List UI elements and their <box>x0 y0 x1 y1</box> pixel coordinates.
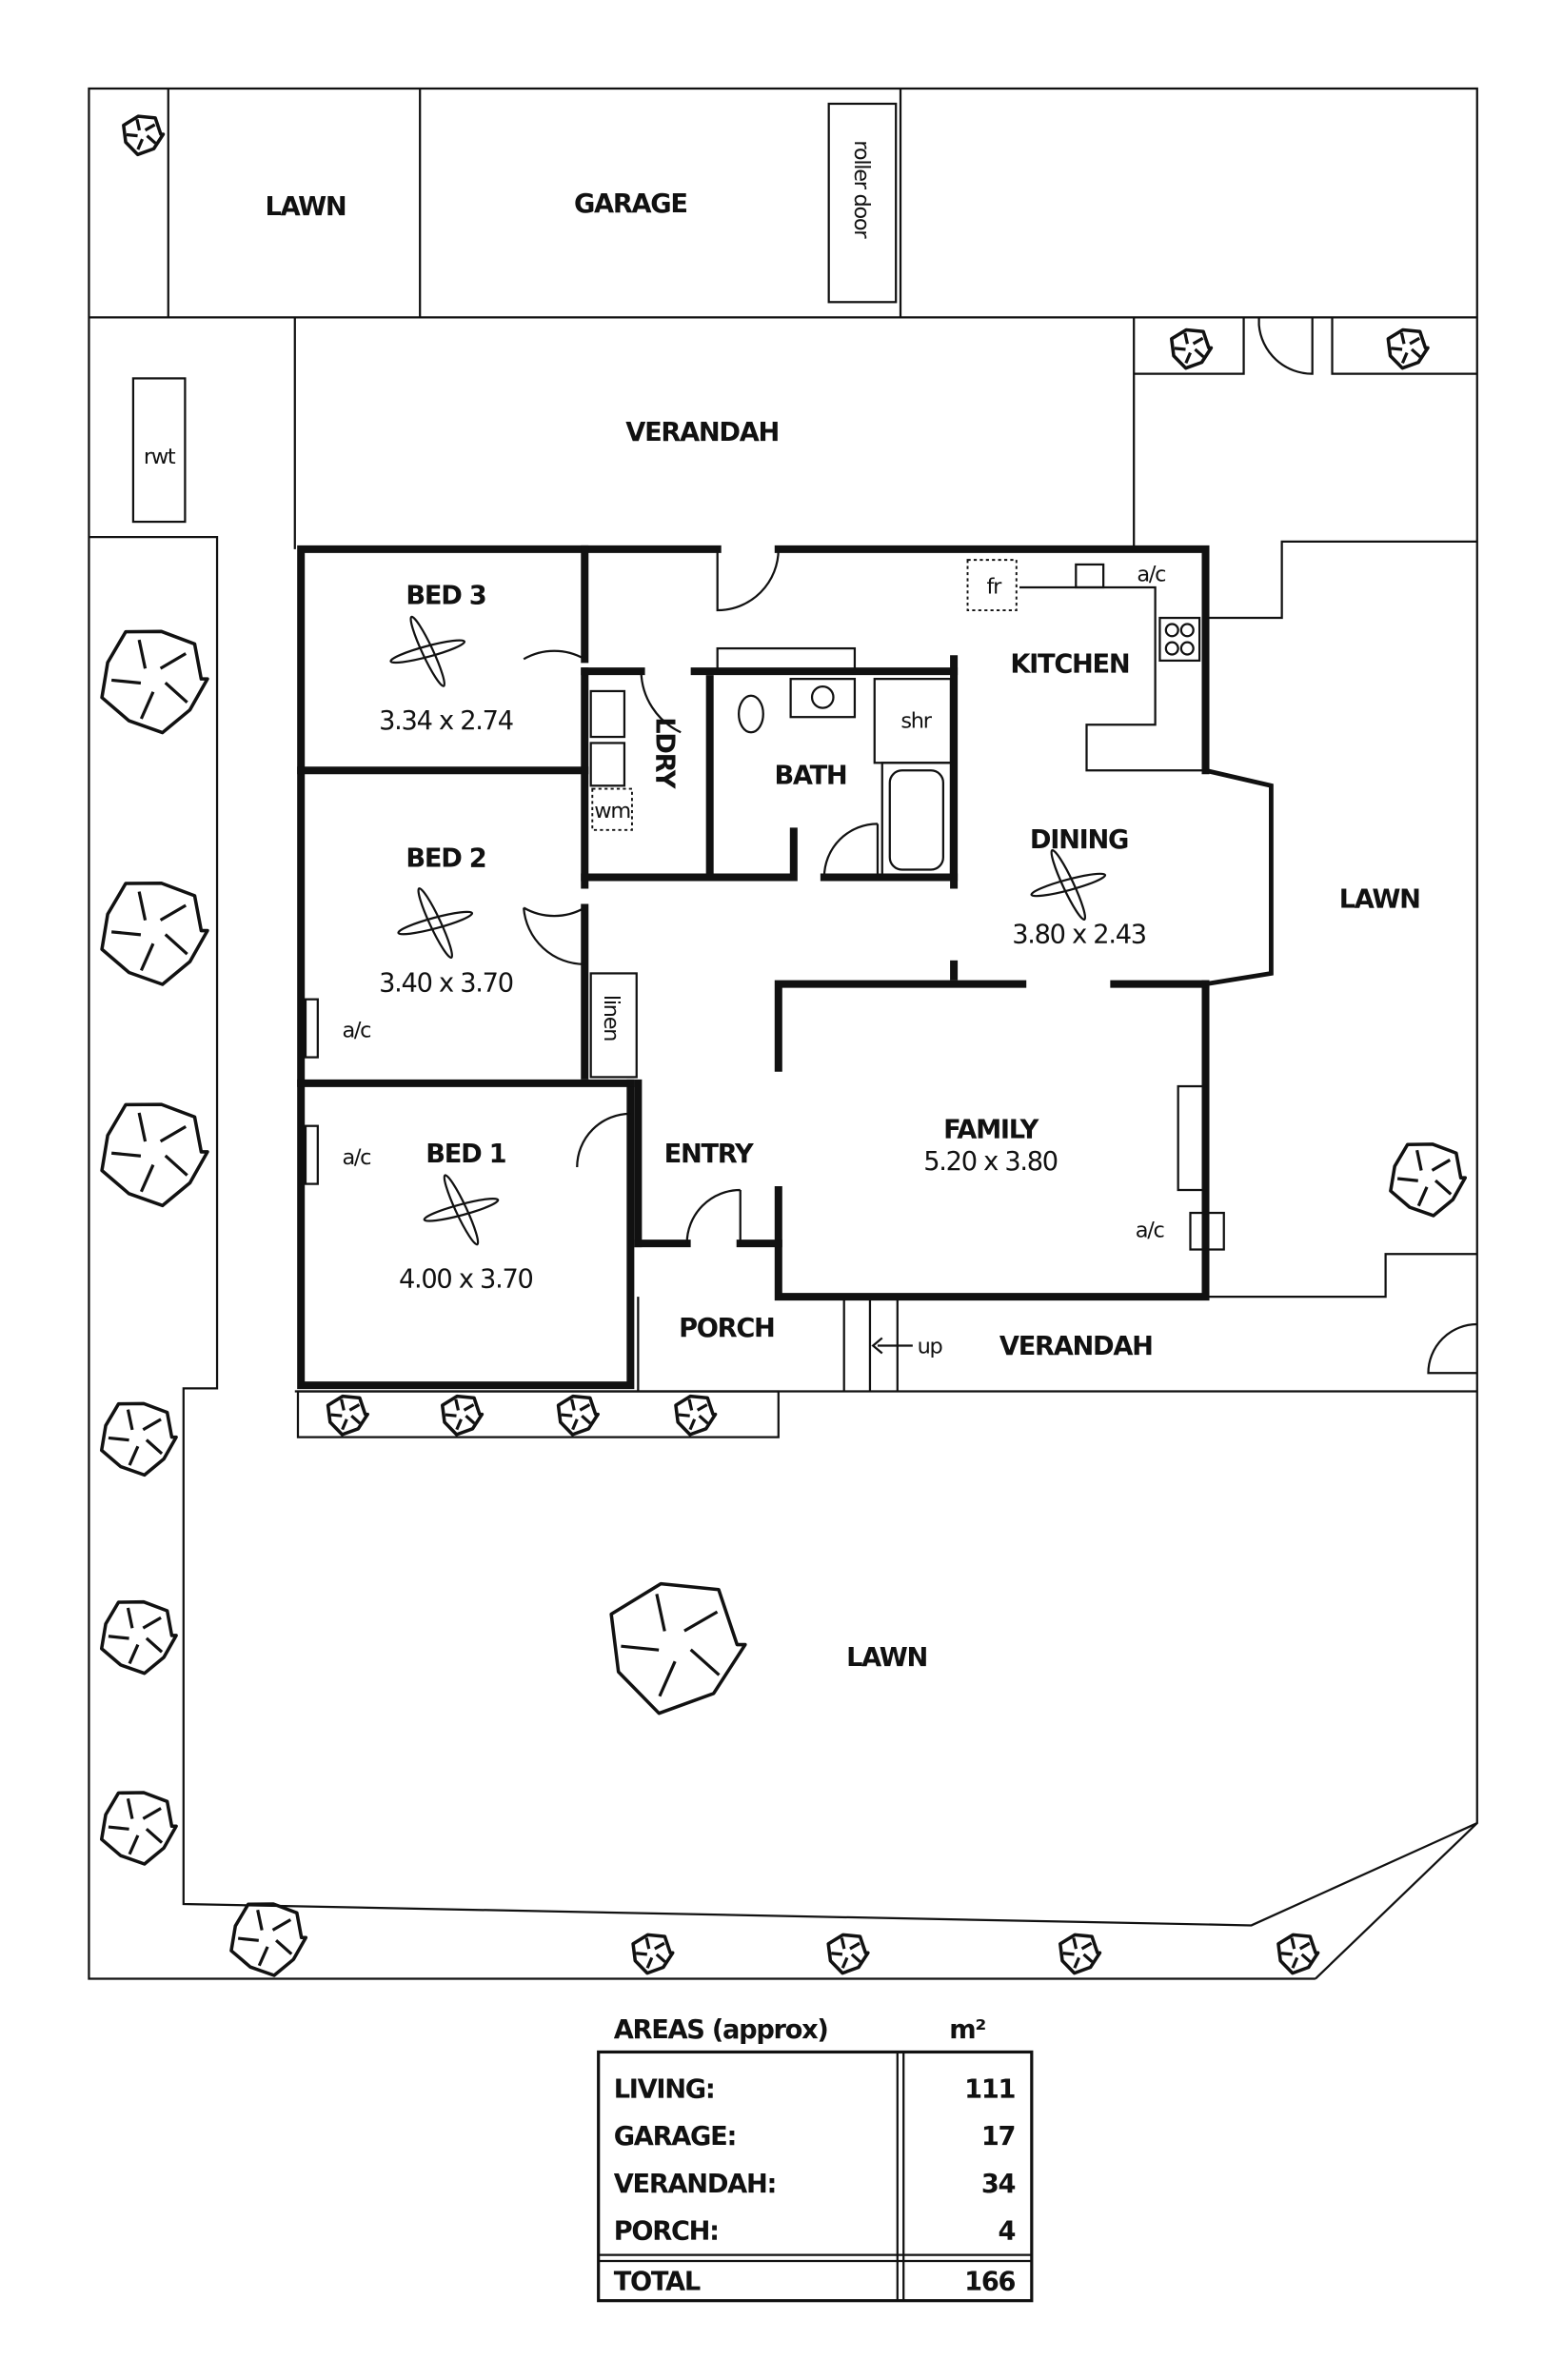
areas-total-label: TOTAL <box>614 2267 701 2296</box>
garden-bed <box>296 1390 780 1438</box>
size-bed3: 3.34 x 2.74 <box>379 706 513 736</box>
linen-cupboard <box>589 972 638 1079</box>
tree-icon <box>1386 327 1430 370</box>
tree-icon <box>631 1933 675 1975</box>
areas-row-value: 4 <box>999 2217 1016 2247</box>
label-kitchen: KITCHEN <box>1010 650 1129 680</box>
areas-row-label: PORCH: <box>614 2217 719 2247</box>
label-verandah-top: VERANDAH <box>625 418 779 447</box>
size-bed2: 3.40 x 3.70 <box>379 969 513 999</box>
label-rwt: rwt <box>144 445 176 469</box>
tree-icon <box>122 114 166 157</box>
areas-row-value: 111 <box>964 2075 1015 2105</box>
label-bed2: BED 2 <box>406 843 485 873</box>
tree-icon <box>609 1581 747 1716</box>
label-ac-bed1: a/c <box>342 1145 370 1170</box>
ceiling-fan-icon <box>423 1174 500 1246</box>
shrub-icon <box>99 1791 178 1866</box>
ceiling-fan-icon <box>1030 848 1107 921</box>
label-linen: linen <box>599 995 623 1041</box>
areas-row-value: 34 <box>981 2170 1016 2199</box>
tree-icon <box>326 1394 369 1437</box>
site-lines <box>88 87 1478 1980</box>
trees <box>99 114 1468 1977</box>
shrub-icon <box>229 1902 308 1977</box>
tree-icon <box>1058 1933 1102 1975</box>
ac-unit-bed1 <box>304 1124 319 1185</box>
label-laundry: LDRY <box>650 717 680 789</box>
areas-title: AREAS (approx) <box>614 2015 828 2045</box>
ceiling-fans <box>389 615 1107 1246</box>
areas-table: AREAS (approx) m² LIVING: 111 GARAGE: 17… <box>597 2015 1034 2303</box>
fridge-space <box>966 559 1018 611</box>
label-lawn-front: LAWN <box>846 1643 927 1673</box>
label-shower: shr <box>900 708 932 733</box>
label-ac-kitchen: a/c <box>1137 563 1165 587</box>
label-roller-door: roller door <box>849 140 874 239</box>
tree-icon <box>674 1394 718 1437</box>
areas-unit: m² <box>949 2015 985 2045</box>
areas-total-value: 166 <box>964 2267 1015 2296</box>
label-ac-bed2: a/c <box>342 1019 370 1043</box>
size-dining: 3.80 x 2.43 <box>1012 920 1146 949</box>
bathtub <box>880 762 953 879</box>
basin <box>789 678 857 719</box>
ac-unit-family <box>1189 1211 1225 1251</box>
label-bed3: BED 3 <box>406 582 485 611</box>
shrub-icon <box>100 1102 209 1208</box>
tree-icon <box>1170 327 1214 370</box>
sink <box>1075 563 1105 589</box>
toilet <box>738 694 764 734</box>
house-walls <box>297 545 1274 1390</box>
label-dining: DINING <box>1030 825 1128 855</box>
label-lawn-right: LAWN <box>1339 885 1420 915</box>
label-porch: PORCH <box>679 1314 774 1343</box>
label-lawn-top: LAWN <box>266 192 346 222</box>
room-labels: LAWN GARAGE roller door VERANDAH rwt BED… <box>144 140 1421 1673</box>
roller-door <box>827 102 898 304</box>
ceiling-fan-icon <box>389 615 466 687</box>
areas-row-label: LIVING: <box>614 2075 715 2105</box>
shrub-icon <box>100 629 209 735</box>
tree-icon <box>826 1933 870 1975</box>
ac-unit-bed2 <box>304 998 319 1059</box>
shrub-icon <box>100 881 209 986</box>
rainwater-tank <box>131 377 187 524</box>
areas-row-value: 17 <box>981 2122 1015 2152</box>
tree-icon <box>440 1394 485 1437</box>
trough <box>589 689 626 739</box>
cooktop <box>1158 616 1201 663</box>
shrub-icon <box>99 1599 178 1676</box>
label-entry: ENTRY <box>664 1140 754 1169</box>
areas-row-label: GARAGE: <box>614 2122 736 2152</box>
label-ac-family: a/c <box>1136 1219 1164 1243</box>
size-family: 5.20 x 3.80 <box>923 1147 1058 1177</box>
label-family: FAMILY <box>943 1116 1039 1145</box>
tree-icon <box>556 1394 600 1437</box>
label-wm: wm <box>594 799 630 823</box>
label-bed1: BED 1 <box>425 1140 505 1169</box>
size-bed1: 4.00 x 3.70 <box>399 1265 533 1295</box>
shrub-icon <box>1389 1142 1468 1218</box>
label-garage: GARAGE <box>574 189 687 219</box>
ceiling-fan-icon <box>397 887 474 960</box>
label-verandah-front: VERANDAH <box>999 1332 1153 1361</box>
shrub-icon <box>99 1401 178 1478</box>
label-bath: BATH <box>774 762 846 791</box>
tree-icon <box>1276 1933 1320 1975</box>
areas-row-label: VERANDAH: <box>614 2170 776 2199</box>
label-up: up <box>918 1334 942 1359</box>
label-fridge: fr <box>986 574 1002 599</box>
